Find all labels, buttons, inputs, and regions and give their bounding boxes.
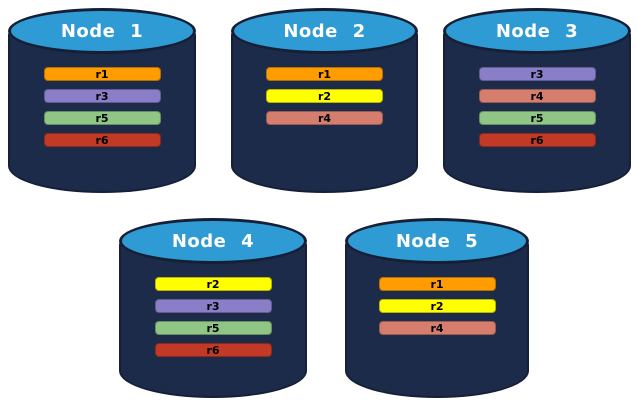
node-label: Node 4: [171, 230, 255, 252]
replica-r2-bar: r2: [154, 277, 272, 291]
replica-r5-bar: r5: [154, 321, 272, 335]
replica-r3-bar: r3: [154, 299, 272, 313]
replica-r6-bar: r6: [43, 133, 161, 147]
cylinder-body: [119, 241, 307, 398]
cylinder-top-ellipse: Node 5: [345, 218, 529, 264]
cylinder-top-ellipse: Node 1: [8, 8, 196, 54]
replica-list: r3 r4 r5 r6: [443, 67, 631, 147]
cylinder-top-ellipse: Node 4: [119, 218, 307, 264]
replica-r1-bar: r1: [43, 67, 161, 81]
node-label: Node 3: [495, 20, 579, 42]
database-node-4: Node 4 r2 r3 r5 r6: [119, 218, 307, 398]
replica-r3-bar: r3: [478, 67, 596, 81]
replica-r3-bar: r3: [43, 89, 161, 103]
replica-r4-bar: r4: [478, 89, 596, 103]
replica-r5-bar: r5: [478, 111, 596, 125]
replica-r2-bar: r2: [266, 89, 383, 103]
cylinder-top-ellipse: Node 3: [443, 8, 631, 54]
replica-list: r2 r3 r5 r6: [119, 277, 307, 357]
cylinder-top-ellipse: Node 2: [231, 8, 418, 54]
database-node-3: Node 3 r3 r4 r5 r6: [443, 8, 631, 193]
replica-r2-bar: r2: [378, 299, 496, 313]
database-node-2: Node 2 r1 r2 r4: [231, 8, 418, 193]
replica-list: r1 r2 r4: [345, 277, 529, 335]
cylinder-body: [345, 241, 529, 398]
node-label: Node 2: [283, 20, 366, 42]
replica-list: r1 r2 r4: [231, 67, 418, 125]
database-node-5: Node 5 r1 r2 r4: [345, 218, 529, 398]
replica-list: r1 r3 r5 r6: [8, 67, 196, 147]
node-label: Node 1: [60, 20, 144, 42]
replica-r6-bar: r6: [478, 133, 596, 147]
replica-r1-bar: r1: [378, 277, 496, 291]
replica-r6-bar: r6: [154, 343, 272, 357]
node-label: Node 5: [395, 230, 479, 252]
database-node-1: Node 1 r1 r3 r5 r6: [8, 8, 196, 193]
replica-r4-bar: r4: [266, 111, 383, 125]
replica-r4-bar: r4: [378, 321, 496, 335]
replica-r5-bar: r5: [43, 111, 161, 125]
replica-r1-bar: r1: [266, 67, 383, 81]
